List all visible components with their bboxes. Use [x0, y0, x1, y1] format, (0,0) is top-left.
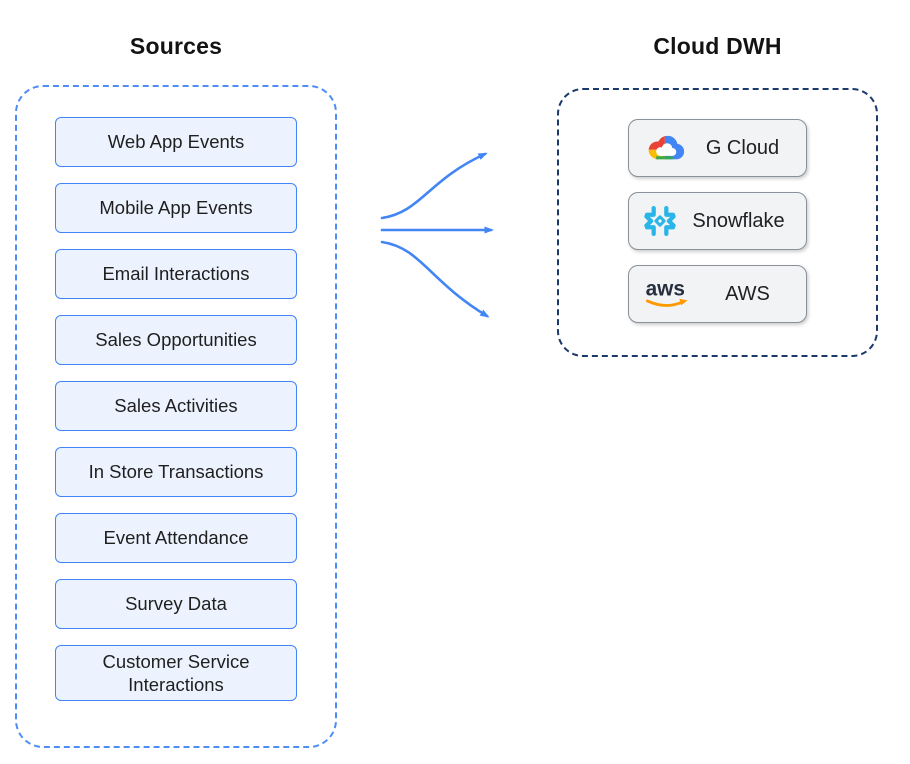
aws-logo-text: aws [646, 278, 685, 301]
provider-box-gcloud: G Cloud [628, 119, 807, 177]
provider-label-snowflake: Snowflake [692, 209, 785, 232]
arrow-to-aws [380, 240, 490, 318]
aws-icon: aws [643, 275, 695, 313]
source-box-survey-data: Survey Data [55, 579, 297, 629]
provider-label-gcloud: G Cloud [705, 136, 780, 159]
source-box-in-store-transactions: In Store Transactions [55, 447, 297, 497]
cloud-dwh-title: Cloud DWH [653, 33, 782, 59]
sources-title: Sources [129, 33, 223, 59]
source-box-mobile-app-events: Mobile App Events [55, 183, 297, 233]
provider-box-snowflake: Snowflake [628, 192, 807, 250]
snowflake-icon [643, 204, 677, 238]
cloud-dwh-frame: G Cloud [557, 88, 878, 357]
source-box-event-attendance: Event Attendance [55, 513, 297, 563]
provider-label-aws: AWS [725, 282, 770, 305]
arrow-to-gcloud [380, 152, 488, 220]
source-box-sales-activities: Sales Activities [55, 381, 297, 431]
flow-arrows [380, 152, 494, 318]
google-cloud-icon [643, 130, 685, 166]
source-box-web-app-events: Web App Events [55, 117, 297, 167]
source-box-customer-service-interactions: Customer Service Interactions [55, 645, 297, 702]
provider-box-aws: aws AWS [628, 265, 807, 323]
source-box-sales-opportunities: Sales Opportunities [55, 315, 297, 365]
source-box-email-interactions: Email Interactions [55, 249, 297, 299]
sources-frame: Web App Events Mobile App Events Email I… [15, 85, 337, 748]
